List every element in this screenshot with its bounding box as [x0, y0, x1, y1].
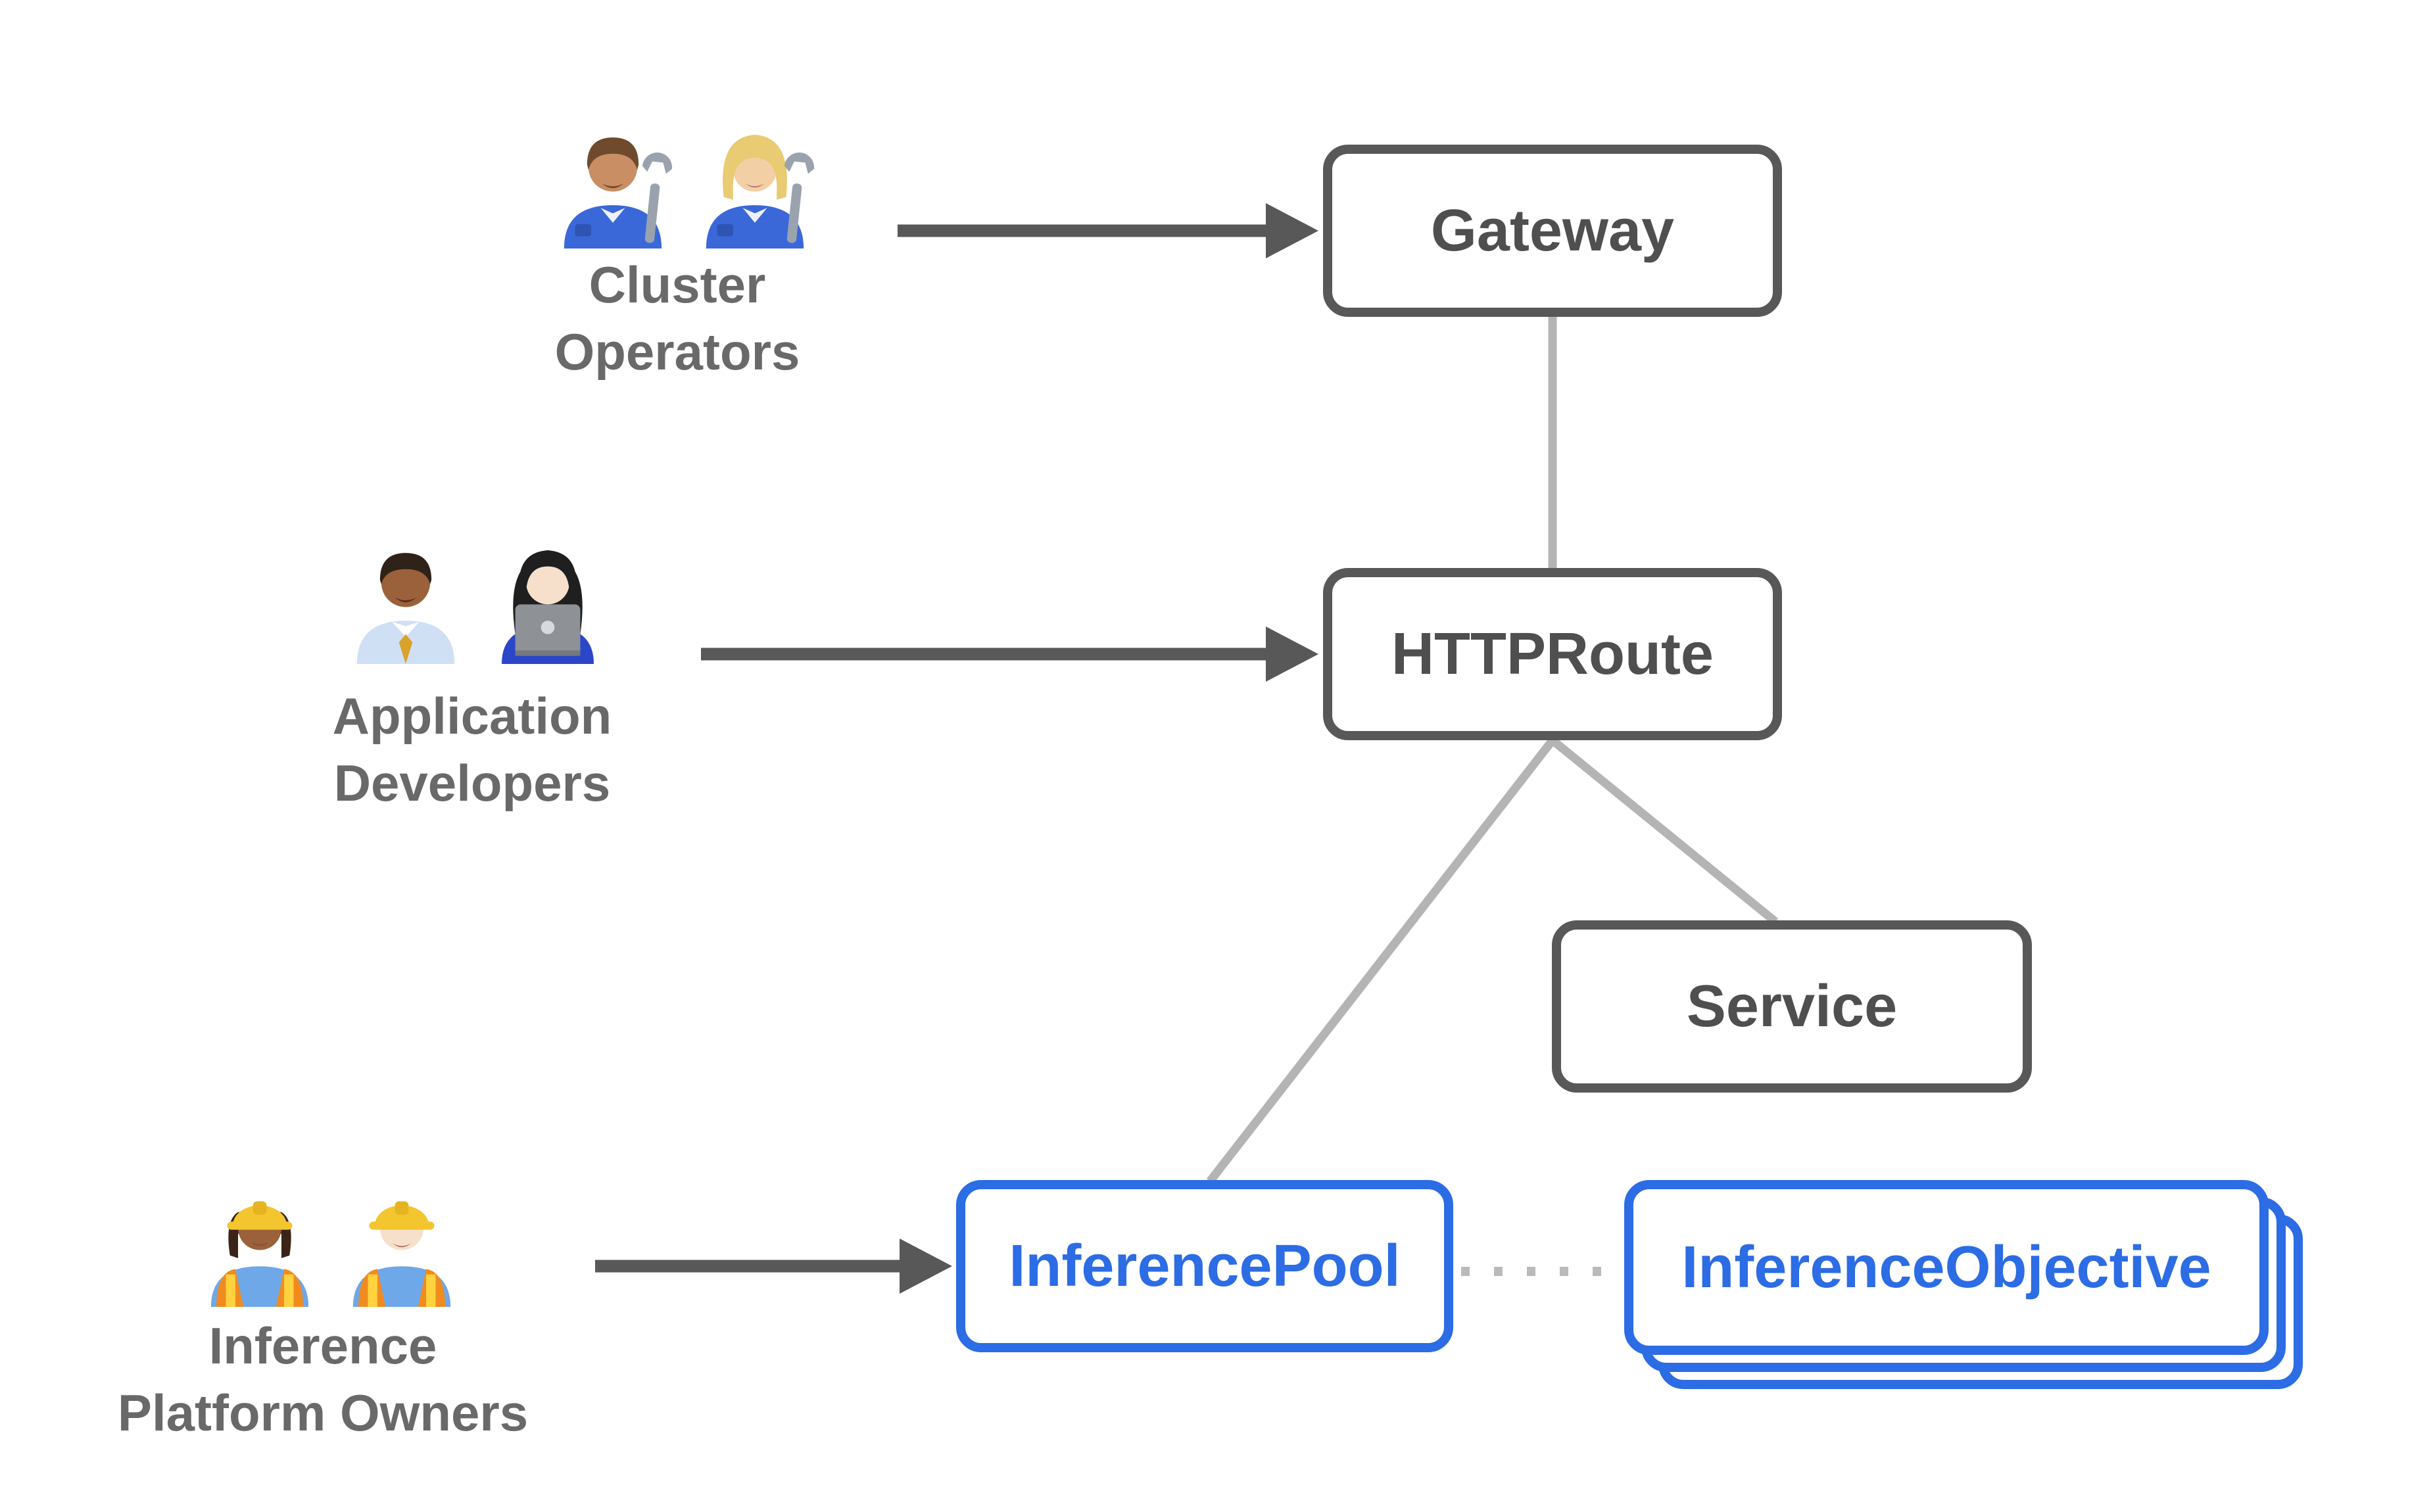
- man-office-worker-emoji: [356, 553, 455, 664]
- arrow-application-developers-httproute: [701, 626, 1318, 682]
- arrow-inference-platform-owners-inferencepool: [595, 1239, 952, 1294]
- node-inferenceobjective: InferenceObjective: [1624, 1180, 2308, 1397]
- persona-inference-platform-owners-icons: [191, 1168, 470, 1307]
- node-inferencepool: InferencePool: [956, 1180, 1453, 1352]
- persona-application-developers-icons: [337, 525, 616, 664]
- persona-label-line: Operators: [554, 323, 800, 381]
- node-httproute: HTTPRoute: [1323, 568, 1782, 740]
- persona-label-line: Platform Owners: [117, 1384, 529, 1442]
- node-service: Service: [1552, 920, 2032, 1093]
- man-mechanic-emoji: [564, 137, 673, 248]
- persona-label-line: Developers: [333, 754, 611, 812]
- persona-cluster-operators-icons: [544, 109, 823, 248]
- woman-construction-worker-emoji: [210, 1201, 309, 1307]
- edge-httproute-inferencepool: [1206, 738, 1556, 1184]
- woman-technologist-emoji: [501, 550, 594, 664]
- man-construction-worker-emoji: [352, 1201, 451, 1307]
- persona-inference-platform-owners-label: Inference Platform Owners: [27, 1312, 619, 1446]
- persona-label-line: Application: [332, 687, 612, 745]
- persona-label-line: Inference: [208, 1317, 437, 1375]
- persona-application-developers-label: Application Developers: [176, 682, 768, 816]
- node-gateway: Gateway: [1323, 145, 1782, 317]
- persona-label-line: Cluster: [589, 256, 766, 314]
- woman-mechanic-emoji: [706, 134, 815, 248]
- persona-cluster-operators-label: Cluster Operators: [381, 251, 973, 385]
- inferenceobjective-front-card: InferenceObjective: [1624, 1180, 2269, 1355]
- edge-httproute-service: [1549, 736, 1779, 926]
- arrow-cluster-operators-gateway: [898, 203, 1318, 258]
